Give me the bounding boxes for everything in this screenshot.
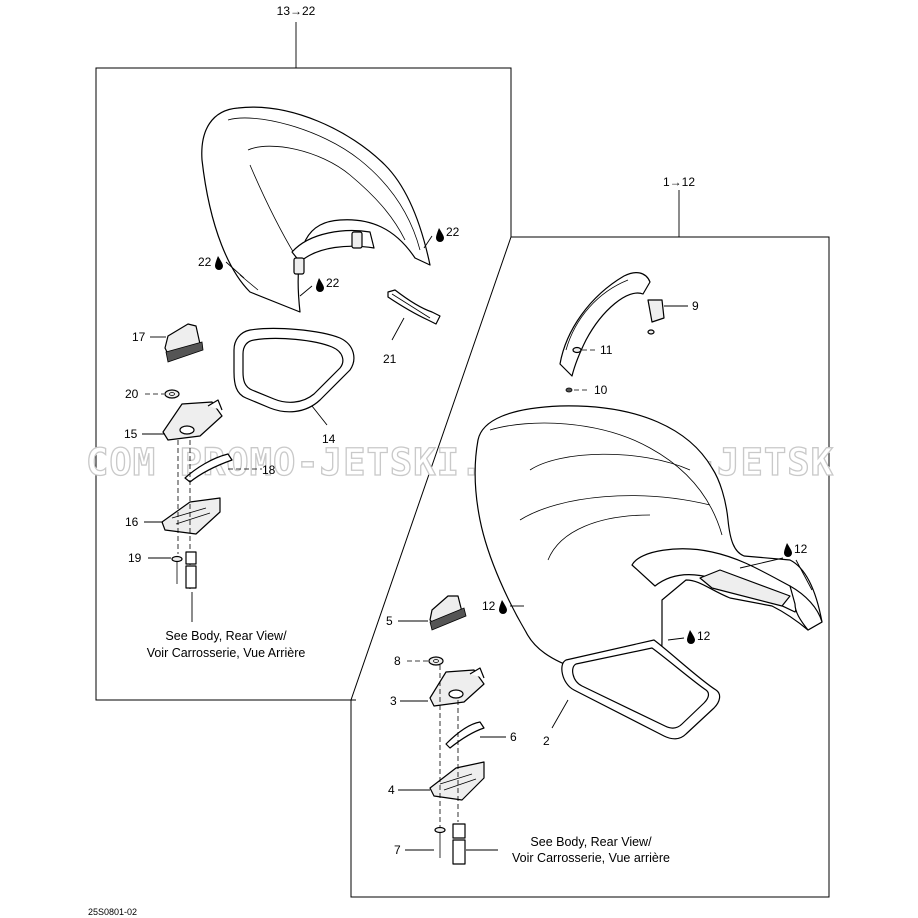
left-group-range: 13→22 — [277, 4, 316, 18]
callout-20: 20 — [125, 387, 139, 401]
sealant-22-left-leader — [225, 261, 245, 279]
screw-part-handle — [565, 387, 573, 393]
svg-text:12: 12 — [794, 542, 808, 556]
callout-21: 21 — [383, 352, 397, 366]
drawing-code: 25S0801-02 — [88, 907, 137, 917]
sealant-12-top-right-leader — [739, 557, 784, 569]
rear-seat-cover — [201, 106, 431, 313]
clip-part-right — [445, 721, 485, 749]
sealant-12-bottom: 12 — [687, 629, 711, 644]
main-seat-part — [474, 405, 823, 681]
sealant-12-top-right-leader-2 — [795, 559, 813, 591]
seat-gasket-part — [233, 327, 355, 413]
sealant-12-bottom-leader — [667, 637, 685, 641]
grab-handle-part — [559, 272, 665, 377]
callout-7: 7 — [394, 843, 401, 857]
note-left-line1: See Body, Rear View/ — [165, 629, 287, 643]
callout-16: 16 — [125, 515, 139, 529]
note-left-line2: Voir Carrosserie, Vue Arrière — [147, 646, 306, 660]
seat-strap-part — [387, 289, 441, 325]
liquid-drop-icon — [687, 630, 695, 644]
callout-8: 8 — [394, 654, 401, 668]
sealant-22-bottom-leader — [299, 285, 313, 297]
watermark: COM PROMO-JETSKI.COM PROMO-JETSK — [86, 441, 834, 484]
clip-part-left — [184, 453, 233, 483]
callout-14: 14 — [322, 432, 336, 446]
callout-11: 11 — [600, 343, 613, 357]
svg-text:22: 22 — [446, 225, 460, 239]
latch-part-left — [164, 323, 204, 363]
note-right-line2: Voir Carrosserie, Vue arrière — [512, 851, 670, 865]
left-group-frame — [95, 67, 512, 701]
callout-2: 2 — [543, 734, 550, 748]
liquid-drop-icon — [499, 600, 507, 614]
callout-21-leader — [391, 317, 405, 341]
spacer-part-left — [185, 551, 197, 589]
callout-6: 6 — [510, 730, 517, 744]
sealant-22-top-right-leader — [423, 235, 433, 249]
nut-part — [572, 346, 582, 354]
callout-14-leader — [311, 405, 328, 426]
callout-18: 18 — [262, 463, 276, 477]
right-group-range: 1→12 — [663, 175, 695, 189]
liquid-drop-icon — [784, 543, 792, 557]
svg-text:12: 12 — [482, 599, 496, 613]
sealant-22-bottom: 22 — [316, 276, 340, 292]
callout-15: 15 — [124, 427, 138, 441]
callout-4: 4 — [388, 783, 395, 797]
upper-bracket-part-right — [429, 667, 485, 707]
svg-text:12: 12 — [697, 629, 711, 643]
sealant-12-left: 12 — [482, 599, 507, 614]
sealant-22-left: 22 — [198, 255, 223, 270]
spacer-part-right — [452, 823, 466, 865]
lower-bracket-part-left — [161, 497, 221, 535]
callout-3: 3 — [390, 694, 397, 708]
callout-10: 10 — [594, 383, 608, 397]
latch-part-right — [429, 595, 467, 631]
washer-part-right — [428, 656, 444, 666]
callout-5: 5 — [386, 614, 393, 628]
note-right-line1: See Body, Rear View/ — [530, 835, 652, 849]
callout-9: 9 — [692, 299, 699, 313]
main-seat-gasket-part — [561, 639, 721, 740]
svg-text:22: 22 — [326, 276, 340, 290]
lower-bracket-part-right — [429, 761, 485, 801]
sealant-22-top-right: 22 — [436, 225, 460, 242]
callout-19: 19 — [128, 551, 142, 565]
sealant-12-top-right: 12 — [784, 542, 808, 557]
callout-2-leader — [551, 699, 569, 729]
svg-text:22: 22 — [198, 255, 212, 269]
liquid-drop-icon — [436, 228, 444, 242]
upper-bracket-part-left — [162, 399, 223, 441]
washer-part-left — [164, 389, 180, 399]
liquid-drop-icon — [215, 256, 223, 270]
right-group-frame — [350, 236, 830, 898]
liquid-drop-icon — [316, 278, 324, 292]
screw-part-left — [171, 555, 183, 584]
screw-part-right — [434, 826, 446, 858]
callout-17: 17 — [132, 330, 146, 344]
